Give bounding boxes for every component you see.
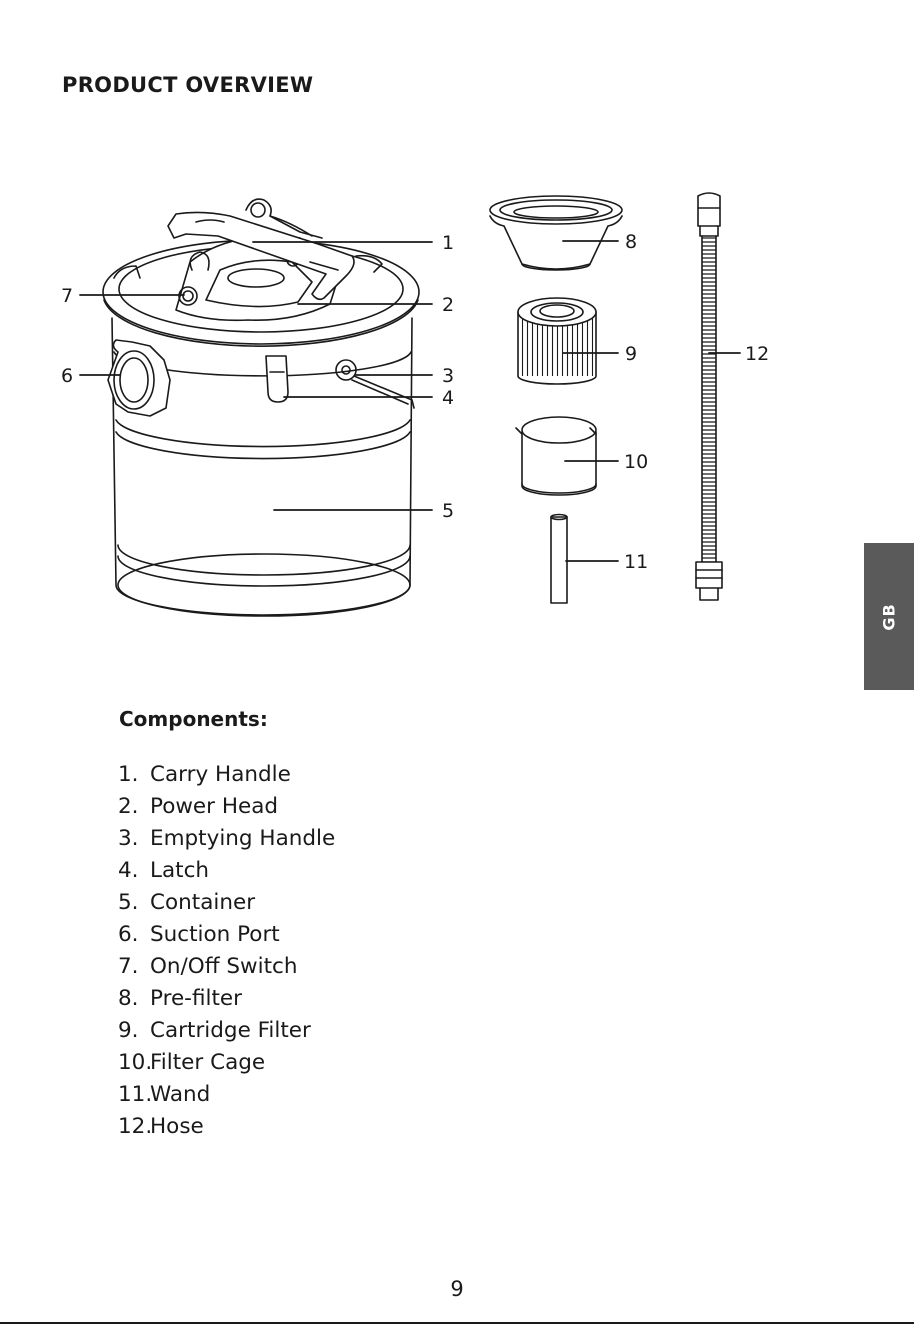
item-number: 11. <box>118 1079 150 1111</box>
callout-7: 7 <box>61 285 73 307</box>
item-number: 5. <box>118 887 150 919</box>
callout-10: 10 <box>624 451 648 473</box>
list-item: 4.Latch <box>118 855 335 887</box>
callout-8: 8 <box>625 231 637 253</box>
item-number: 4. <box>118 855 150 887</box>
list-item: 12.Hose <box>118 1111 335 1143</box>
wand-drawing <box>551 515 567 604</box>
item-label: Emptying Handle <box>150 826 335 851</box>
item-label: Wand <box>150 1082 210 1107</box>
item-label: Hose <box>150 1114 204 1139</box>
callout-11: 11 <box>624 551 648 573</box>
callout-1: 1 <box>442 232 454 254</box>
item-number: 10. <box>118 1047 150 1079</box>
language-tab: GB <box>864 543 914 690</box>
cartridge-filter-drawing <box>518 298 596 384</box>
callout-12: 12 <box>745 343 769 365</box>
list-item: 11.Wand <box>118 1079 335 1111</box>
item-label: On/Off Switch <box>150 954 297 979</box>
list-item: 7.On/Off Switch <box>118 951 335 983</box>
callout-9: 9 <box>625 343 637 365</box>
item-number: 3. <box>118 823 150 855</box>
item-label: Suction Port <box>150 922 280 947</box>
list-item: 8.Pre-filter <box>118 983 335 1015</box>
item-number: 2. <box>118 791 150 823</box>
components-title: Components: <box>119 707 268 731</box>
item-number: 7. <box>118 951 150 983</box>
item-label: Carry Handle <box>150 762 291 787</box>
list-item: 2.Power Head <box>118 791 335 823</box>
list-item: 9.Cartridge Filter <box>118 1015 335 1047</box>
list-item: 10.Filter Cage <box>118 1047 335 1079</box>
item-label: Pre-filter <box>150 986 242 1011</box>
callout-6: 6 <box>61 365 73 387</box>
item-number: 8. <box>118 983 150 1015</box>
pre-filter-drawing <box>490 196 622 270</box>
components-list: 1.Carry Handle 2.Power Head 3.Emptying H… <box>118 759 335 1143</box>
hose-drawing <box>696 193 722 600</box>
callout-2: 2 <box>442 294 454 316</box>
item-number: 12. <box>118 1111 150 1143</box>
callout-5: 5 <box>442 500 454 522</box>
filter-cage-drawing <box>516 417 596 495</box>
item-number: 1. <box>118 759 150 791</box>
item-label: Latch <box>150 858 209 883</box>
list-item: 3.Emptying Handle <box>118 823 335 855</box>
product-diagram: 1 2 3 4 5 6 7 8 9 10 11 12 <box>0 0 914 640</box>
item-number: 9. <box>118 1015 150 1047</box>
item-label: Filter Cage <box>150 1050 265 1075</box>
item-label: Cartridge Filter <box>150 1018 311 1043</box>
list-item: 5.Container <box>118 887 335 919</box>
list-item: 6.Suction Port <box>118 919 335 951</box>
item-label: Container <box>150 890 255 915</box>
callout-3: 3 <box>442 365 454 387</box>
vacuum-unit-drawing <box>103 199 419 616</box>
item-label: Power Head <box>150 794 278 819</box>
item-number: 6. <box>118 919 150 951</box>
list-item: 1.Carry Handle <box>118 759 335 791</box>
callout-4: 4 <box>442 387 454 409</box>
page-number: 9 <box>0 1277 914 1301</box>
language-tab-label: GB <box>880 603 899 630</box>
